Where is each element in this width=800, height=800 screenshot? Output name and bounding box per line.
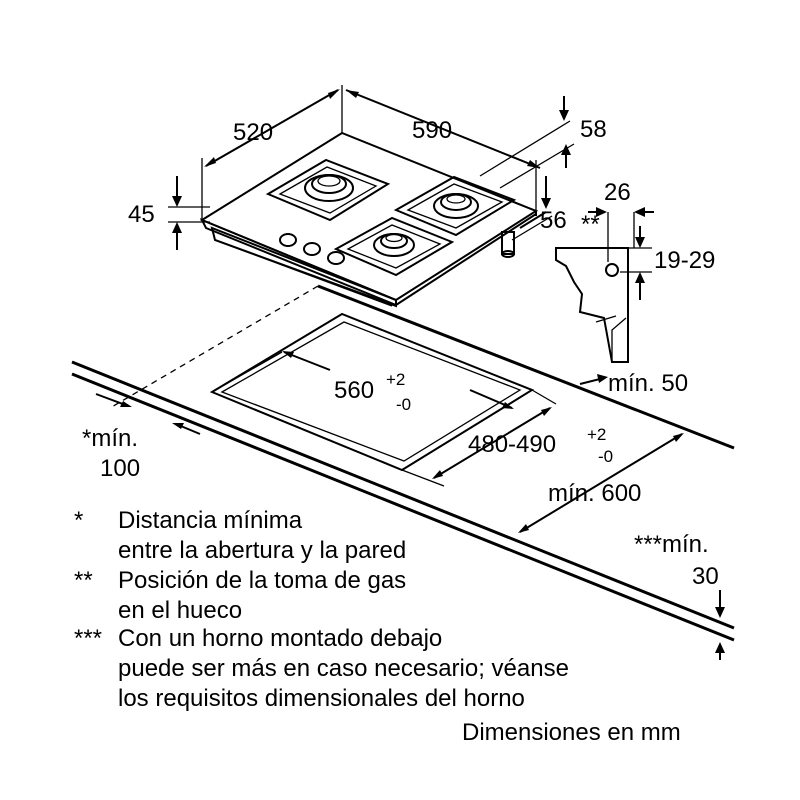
right-burner	[393, 175, 517, 237]
note-2-line-1: Posición de la toma de gas	[118, 567, 406, 594]
control-knobs	[279, 233, 345, 265]
label-560-tol-minus: -0	[396, 395, 411, 414]
label-480-490: 480-490	[468, 431, 556, 458]
note-2-mark: **	[74, 567, 93, 594]
gas-inlet	[501, 231, 515, 258]
dim-depth-520: 520	[201, 85, 343, 220]
label-min-30-a: ***mín.	[634, 531, 709, 558]
label-min-50: mín. 50	[608, 370, 688, 397]
note-3-line-2: puede ser más en caso necesario; véanse	[118, 655, 569, 682]
label-480-490-tol-minus: -0	[598, 447, 613, 466]
label-520: 520	[233, 119, 273, 146]
label-560-tol-plus: +2	[386, 370, 405, 389]
dim-min-600: mín. 600	[518, 433, 684, 533]
label-560: 560	[334, 377, 374, 404]
dim-width-590: 590	[345, 89, 541, 211]
label-45: 45	[128, 201, 155, 228]
label-min-30-b: 30	[692, 563, 719, 590]
footnotes: * Distancia mínima entre la abertura y l…	[74, 507, 681, 746]
label-min-100-a: *mín.	[82, 425, 138, 452]
side-profile	[555, 247, 629, 363]
dim-height-45: 45	[128, 176, 210, 250]
note-3-mark: ***	[74, 625, 102, 652]
note-1-mark: *	[74, 507, 83, 534]
dim-min-100: *mín. 100	[82, 393, 201, 482]
dim-rear-58: 58	[479, 96, 607, 189]
note-2-line-2: en el hueco	[118, 597, 242, 624]
note-3-line-3: los requisitos dimensionales del horno	[118, 685, 525, 712]
dim-side-26: 26	[588, 179, 654, 262]
units-note: Dimensiones en mm	[462, 719, 681, 746]
dim-side-19-29: 19-29	[620, 226, 715, 300]
label-26: 26	[604, 179, 631, 206]
front-burner	[333, 216, 455, 277]
label-min-600: mín. 600	[548, 480, 641, 507]
label-56: 56	[540, 207, 567, 234]
worktop	[71, 284, 735, 642]
label-gas-mark: **	[581, 211, 600, 238]
dim-cutout-560: 560 +2 -0	[211, 351, 514, 414]
label-19-29: 19-29	[654, 247, 715, 274]
label-min-100-b: 100	[100, 455, 140, 482]
note-1-line-2: entre la abertura y la pared	[118, 537, 406, 564]
note-1-line-1: Distancia mínima	[118, 507, 303, 534]
label-58: 58	[580, 116, 607, 143]
dim-min-50: mín. 50	[579, 370, 688, 397]
rear-left-burner	[265, 158, 391, 222]
dim-min-30: ***mín. 30	[634, 531, 725, 660]
label-480-490-tol-plus: +2	[587, 425, 606, 444]
label-590: 590	[412, 117, 452, 144]
note-3-line-1: Con un horno montado debajo	[118, 625, 442, 652]
hob-cooktop	[199, 131, 539, 308]
dim-gas-56: 56 **	[511, 176, 600, 241]
dim-cutout-480-490: 480-490 +2 -0	[401, 389, 613, 487]
